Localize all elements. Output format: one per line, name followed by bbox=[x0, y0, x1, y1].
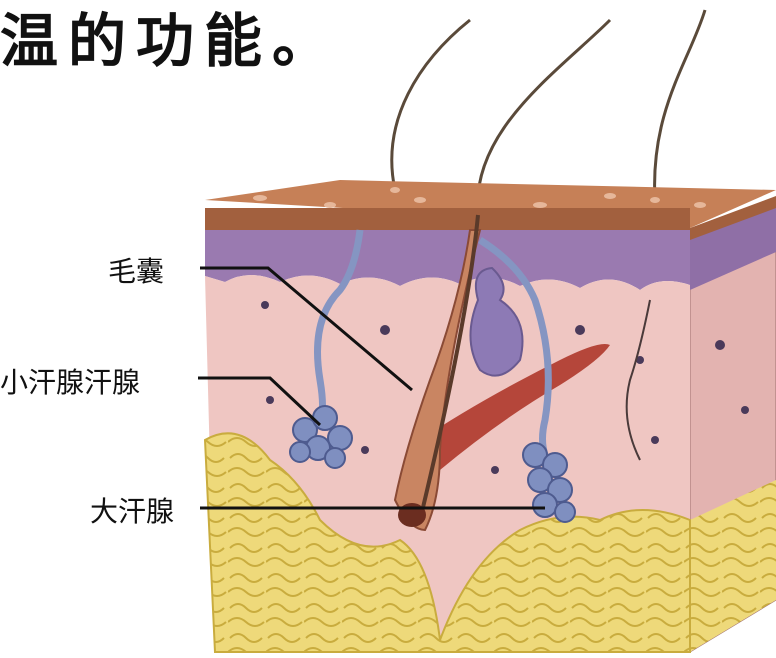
epidermis-layer bbox=[205, 208, 690, 230]
label-apocrine-gland: 大汗腺 bbox=[90, 490, 174, 530]
label-hair-follicle: 毛囊 bbox=[108, 250, 164, 290]
label-eccrine-gland: 小汗腺汗腺 bbox=[0, 361, 140, 401]
